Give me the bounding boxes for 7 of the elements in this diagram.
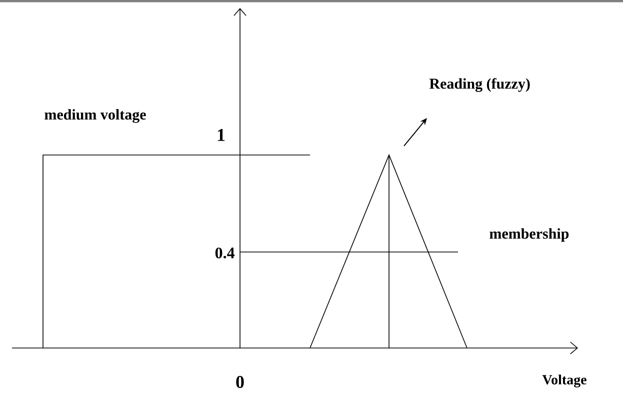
axis-label: Voltage: [542, 374, 586, 388]
curve-label: medium voltage: [44, 109, 146, 123]
tick-label: 0.4: [215, 248, 234, 258]
axis-label: membership: [490, 228, 569, 242]
tick-label: 0: [236, 376, 244, 388]
tick-label: 1: [218, 129, 225, 141]
annotation-label: Reading (fuzzy): [429, 78, 530, 92]
